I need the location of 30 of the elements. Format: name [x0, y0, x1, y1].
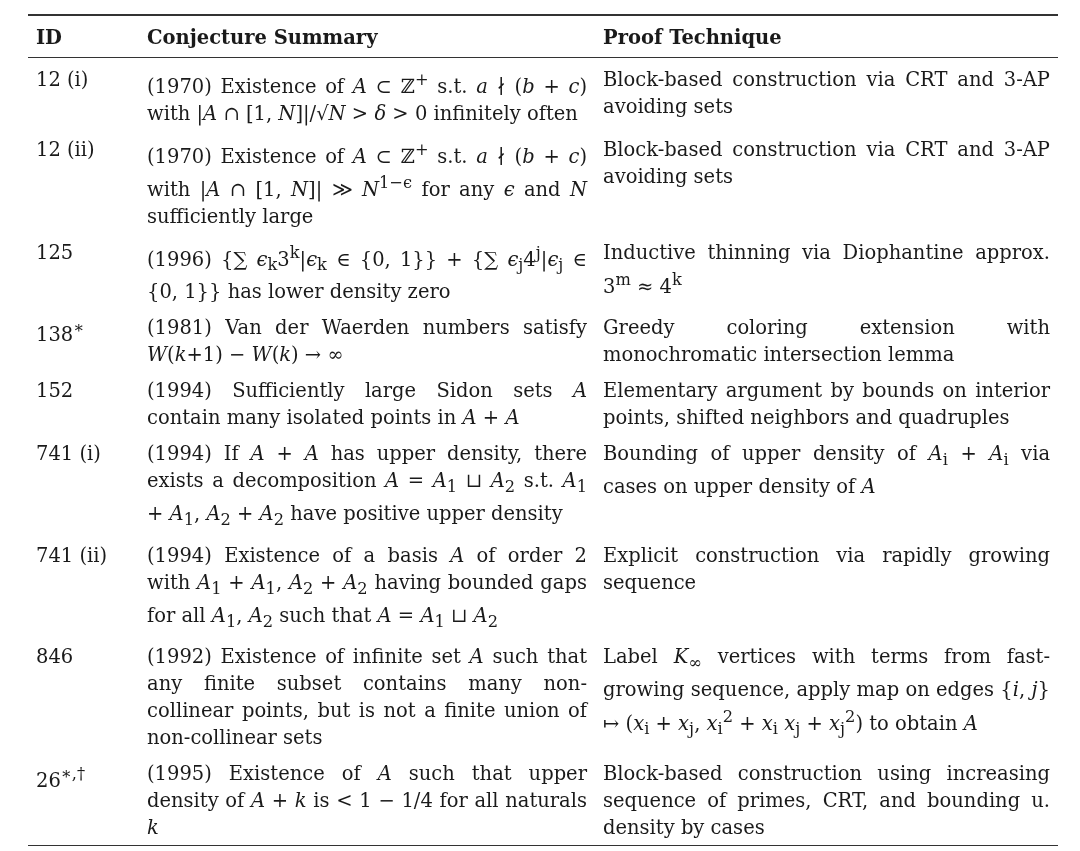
row-id: 12 (i) [36, 67, 90, 93]
conjecture-summary: (1996) {∑ ϵ$_{k}$3$^{k}$|ϵ$_{k}$ ∈ {0, 1}} + {∑ ϵ$_{j}$4$^{j}$|ϵ$_{j}$ ∈ {0, 1}} has lower density zero [147, 241, 587, 305]
row-id: 125 [36, 239, 75, 266]
conjecture-summary: (1970) Existence of A ⊂ ℤ$^{+}$ s.t. a ∤ (b + c) with |A ∩ [1, N]| ≫ N$^{1−ϵ}$ for any ϵ and N sufficiently large [147, 138, 587, 230]
conjecture-summary: (1981) Van der Waerden numbers satisfy W(k+1) − W(k) → ∞ [147, 314, 587, 368]
conjecture-summary: (1994) Existence of a basis A of order 2 with A$_{1}$ + A$_{1}$, A$_{2}$ + A$_{2}$ having bounded gaps for all A$_{1}$, A$_{2}$ such that A = A$_{1}$ ⊔ A$_{2}$ [147, 542, 587, 633]
row-id: 741 (i) [36, 440, 102, 467]
row-id: 846 [36, 644, 75, 671]
conjecture-summary: (1994) If A + A has upper density, there exists a decomposition A = A$_{1}$ ⊔ A$_{2}$ s.t. A$_{1}$ + A$_{1}$, A$_{2}$ + A$_{2}$ have positive upper density [147, 440, 587, 531]
proof-technique: Label K$_{∞}$ vertices with terms from fast-growing sequence, apply map on edges {i, j} ↦ (x$_{i}$ + x$_{j}$, x$_{i}$$^{2}$ + x$_{i}$ x$_{j}$ + x$_{j}$$^{2}$) to obtain A [603, 644, 1050, 741]
column-header: Conjecture Summary [147, 25, 378, 51]
proof-technique: Explicit construction via rapidly growing sequence [603, 542, 1050, 596]
row-id: 12 (ii) [36, 136, 96, 163]
row-id: 152 [36, 377, 75, 404]
row-id: 26$^{∗,†}$ [36, 763, 87, 794]
proof-technique: Elementary argument by bounds on interior points, shifted neighbors and quadruples [603, 377, 1050, 431]
row-id: 138$^{∗}$ [36, 316, 86, 348]
proof-technique: Greedy coloring extension with monochromatic intersection lemma [603, 314, 1050, 368]
proof-technique: Block-based construction via CRT and 3-AP avoiding sets [603, 136, 1050, 190]
row-id: 741 (ii) [36, 542, 109, 569]
proof-technique: Bounding of upper density of A$_{i}$ + A$_{i}$ via cases on upper density of A [603, 440, 1050, 500]
conjecture-summary: (1992) Existence of infinite set A such that any finite subset contains many non-collinear points, but is not a finite union of non-collinear sets [147, 644, 587, 752]
proof-technique: Block-based construction via CRT and 3-AP avoiding sets [603, 67, 1050, 120]
proof-technique: Inductive thinning via Diophantine approx. 3$^{m}$ ≈ 4$^{k}$ [603, 239, 1050, 299]
proof-technique: Block-based construction using increasing sequence of primes, CRT, and bounding u. density by cases [603, 761, 1050, 842]
conjecture-summary: (1995) Existence of A such that upper density of A + k is < 1 − 1/4 for all naturals k [147, 761, 587, 842]
conjecture-summary: (1970) Existence of A ⊂ ℤ$^{+}$ s.t. a ∤ (b + c) with |A ∩ [1, N]|/√N > δ > 0 infinitely often [147, 69, 587, 127]
column-header: Proof Technique [603, 25, 782, 51]
column-header: ID [36, 25, 63, 51]
conjecture-summary: (1994) Sufficiently large Sidon sets A contain many isolated points in A + A [147, 377, 587, 431]
